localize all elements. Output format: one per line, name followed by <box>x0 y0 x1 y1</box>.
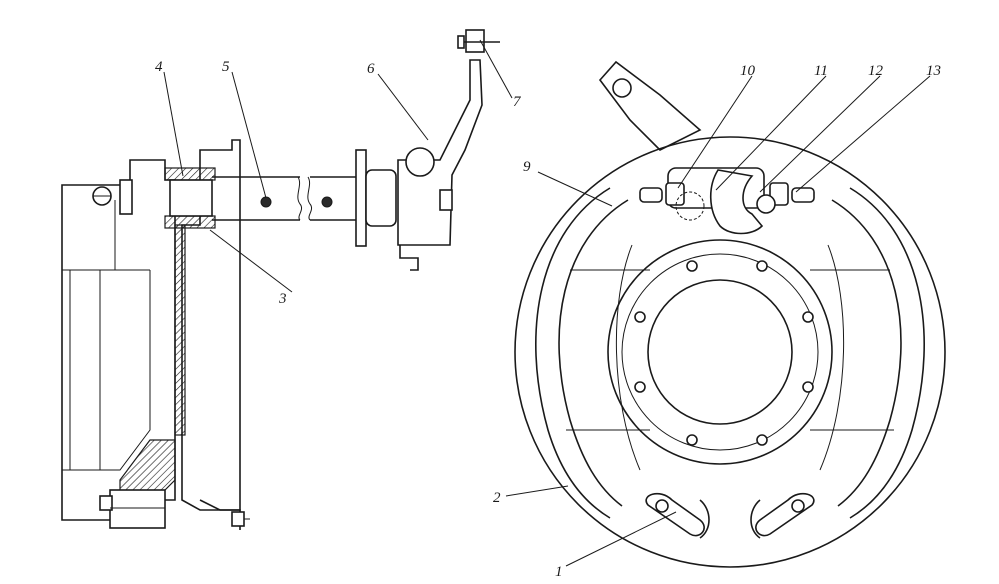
front-view <box>514 60 946 568</box>
hub-bolt-holes <box>634 260 814 446</box>
side-section-view <box>61 29 500 530</box>
callout-12: 12 <box>868 63 884 79</box>
callout-4: 4 <box>155 59 163 75</box>
callout-2: 2 <box>493 490 501 506</box>
callout-10: 10 <box>740 63 756 79</box>
callout-6: 6 <box>367 61 375 77</box>
callout-5: 5 <box>222 59 230 75</box>
callout-1: 1 <box>555 564 563 579</box>
callout-7: 7 <box>513 94 522 110</box>
callout-11: 11 <box>814 63 828 79</box>
leader-lines <box>163 39 931 567</box>
callout-labels: 1 2 3 4 5 6 7 9 10 11 12 13 <box>155 59 941 580</box>
callout-9: 9 <box>523 159 531 175</box>
callout-13: 13 <box>926 63 941 79</box>
callout-3: 3 <box>278 291 287 307</box>
